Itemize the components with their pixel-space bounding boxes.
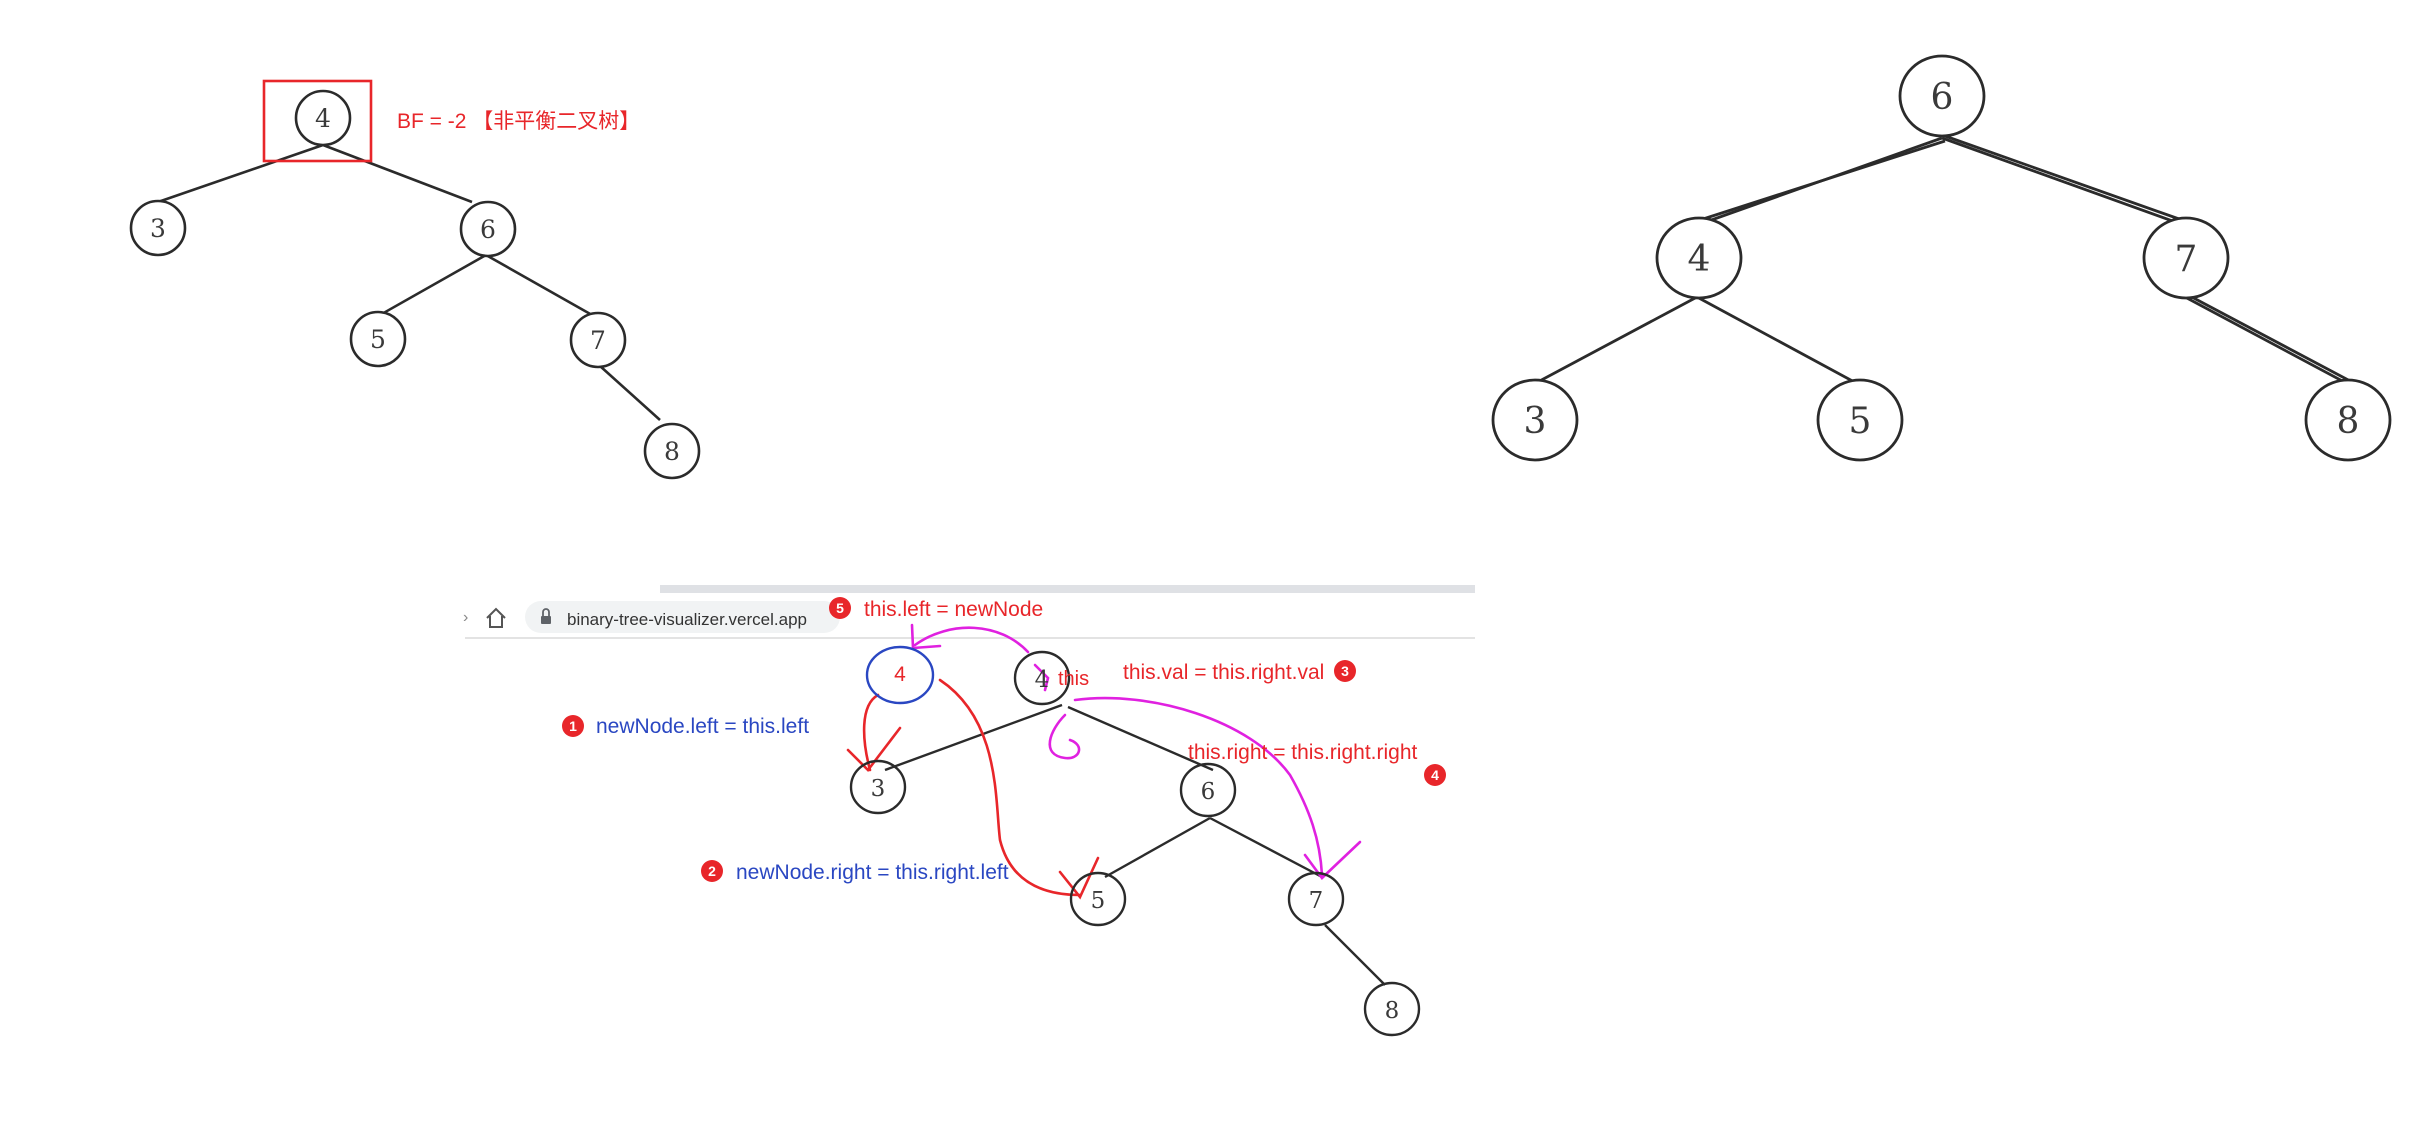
lock-icon (541, 608, 551, 624)
step-4-number: 4 (1431, 767, 1439, 783)
arrowhead-newnode-left (846, 726, 902, 772)
arrow-newnode-left (862, 693, 880, 772)
tree3-node-7 (1287, 871, 1345, 927)
tree-rotation-annotated: 4 4 3 6 5 7 8 this 1 2 3 4 5 newNode.lef… (562, 597, 1446, 1037)
step-2-badge (701, 860, 723, 882)
tree1-node-6 (459, 200, 517, 258)
unbalanced-root-highlight (262, 79, 373, 163)
arrowhead-newnode-right (1058, 856, 1100, 900)
browser-tabstrip (660, 585, 1475, 593)
tree2-label-7: 7 (2175, 239, 2198, 280)
mark-this-val-loop (1048, 713, 1081, 760)
step-3-text: this.val = this.right.val (1123, 661, 1324, 684)
step-1-text: newNode.left = this.left (596, 715, 809, 738)
this-pointer-label: this (1058, 668, 1089, 690)
step-1-number: 1 (569, 718, 577, 734)
tree1-label-3: 3 (150, 214, 166, 243)
url-text: binary-tree-visualizer.vercel.app (567, 610, 807, 629)
arrow-this-left (913, 626, 1030, 654)
tree3-node-8 (1363, 981, 1421, 1037)
tree3-node-4-this (1013, 650, 1071, 706)
new-node (865, 645, 935, 705)
tree-unbalanced: 4 3 6 5 7 8 BF = -2 【非平衡二叉树】 (129, 79, 701, 480)
magenta-arrows (910, 623, 1362, 880)
tree3-node-3 (849, 759, 907, 815)
tree2-edges (1533, 134, 2353, 386)
tree3-label-5: 5 (1091, 888, 1106, 914)
tree1-edges (157, 143, 661, 421)
step-3-badge (1334, 660, 1356, 682)
tree3-label-3: 3 (871, 776, 886, 802)
step-4-text: this.right = this.right.right (1188, 741, 1418, 764)
tree3-label-7: 7 (1309, 888, 1324, 914)
arrowhead-this-right (1303, 840, 1362, 880)
arrow-newnode-right (938, 678, 1082, 897)
step-1-badge (562, 715, 584, 737)
tree3-node-6 (1179, 762, 1237, 818)
tree2-node-6 (1898, 54, 1986, 138)
tree1-node-8 (643, 422, 701, 480)
tree1-label-7: 7 (590, 326, 606, 355)
step-2-number: 2 (708, 863, 716, 879)
tree3-node-5 (1069, 871, 1127, 927)
step-3-number: 3 (1341, 663, 1349, 679)
mark-this-val (1033, 663, 1050, 692)
tree1-node-7 (569, 311, 627, 369)
tree1-node-3 (129, 199, 187, 257)
tree2-node-7 (2142, 216, 2230, 300)
tree2-node-4 (1655, 216, 1743, 300)
balance-factor-label: BF = -2 【非平衡二叉树】 (397, 110, 640, 133)
step-5-number: 5 (836, 600, 844, 616)
tree2-node-3 (1491, 378, 1579, 462)
step-2-text: newNode.right = this.right.left (736, 861, 1009, 884)
tree3-label-8: 8 (1385, 998, 1400, 1024)
arrow-this-right (1073, 696, 1324, 877)
tree2-node-8 (2304, 378, 2392, 462)
tree3-edges (884, 703, 1386, 986)
step-4-badge (1424, 764, 1446, 786)
tree1-label-6: 6 (480, 215, 496, 244)
tree2-node-5 (1816, 378, 1904, 462)
address-bar[interactable] (525, 601, 840, 633)
tree3-label-4: 4 (1035, 667, 1050, 693)
tree2-label-5: 5 (1849, 401, 1872, 442)
step-5-text: this.left = newNode (864, 598, 1043, 621)
tree2-label-8: 8 (2337, 401, 2360, 442)
tree1-label-8: 8 (664, 437, 680, 466)
tree1-label-5: 5 (370, 325, 386, 354)
tree1-node-5 (349, 310, 407, 368)
tree1-node-4 (294, 89, 352, 147)
tree2-label-4: 4 (1688, 239, 1711, 280)
step-5-badge (829, 597, 851, 619)
tree2-label-6: 6 (1931, 77, 1954, 118)
tree-balanced: 6 4 7 3 5 8 (1491, 54, 2392, 462)
home-icon[interactable] (486, 607, 506, 628)
tree3-label-6: 6 (1201, 779, 1216, 805)
red-arrows (846, 678, 1100, 900)
partial-edge-icon: › (463, 609, 468, 626)
new-node-label: 4 (894, 663, 906, 686)
tree1-label-4: 4 (315, 104, 331, 133)
tree2-label-3: 3 (1524, 401, 1547, 442)
